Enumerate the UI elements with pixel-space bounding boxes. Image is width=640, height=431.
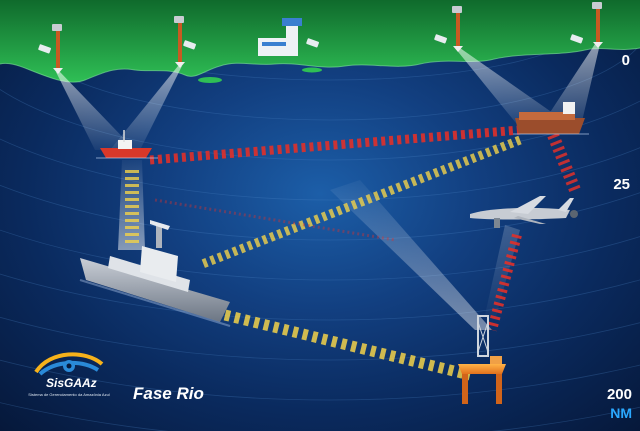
data-links (125, 125, 581, 381)
range-label-25: 25 (613, 176, 630, 193)
cargo-ship-icon (513, 102, 589, 135)
coastal-radar-tower-icon (452, 6, 463, 52)
surveillance-camera-icon (434, 34, 447, 44)
sisgaaz-logo: SisGAAz Sistema de Gerenciamento da Amaz… (26, 346, 112, 416)
coastline (0, 0, 640, 83)
surveillance-camera-icon (183, 40, 196, 50)
range-unit: NM (610, 405, 632, 421)
range-label-200: 200 (606, 386, 632, 403)
island (198, 77, 222, 83)
eye-logo-icon (34, 352, 104, 376)
logo-subtitle: Sistema de Gerenciamento da Amazônia Azu… (28, 392, 110, 397)
oil-platform-icon (458, 315, 506, 404)
surveillance-camera-icon (570, 34, 583, 44)
drone-icon (470, 196, 578, 228)
coastal-radar-tower-icon (174, 16, 185, 68)
control-tower-icon (258, 18, 302, 56)
logo-name: SisGAAz (46, 376, 97, 390)
frigate-icon (79, 220, 231, 327)
surveillance-camera-icon (306, 38, 319, 48)
surveillance-camera-icon (38, 44, 51, 54)
coastal-radar-tower-icon (592, 2, 603, 48)
island (302, 67, 322, 73)
fishing-boat-icon (96, 130, 158, 159)
phase-label: Fase Rio (133, 384, 204, 403)
coastal-radar-tower-icon (52, 24, 63, 74)
coastline-highlight (0, 47, 640, 83)
range-label-0: 0 (621, 52, 630, 69)
